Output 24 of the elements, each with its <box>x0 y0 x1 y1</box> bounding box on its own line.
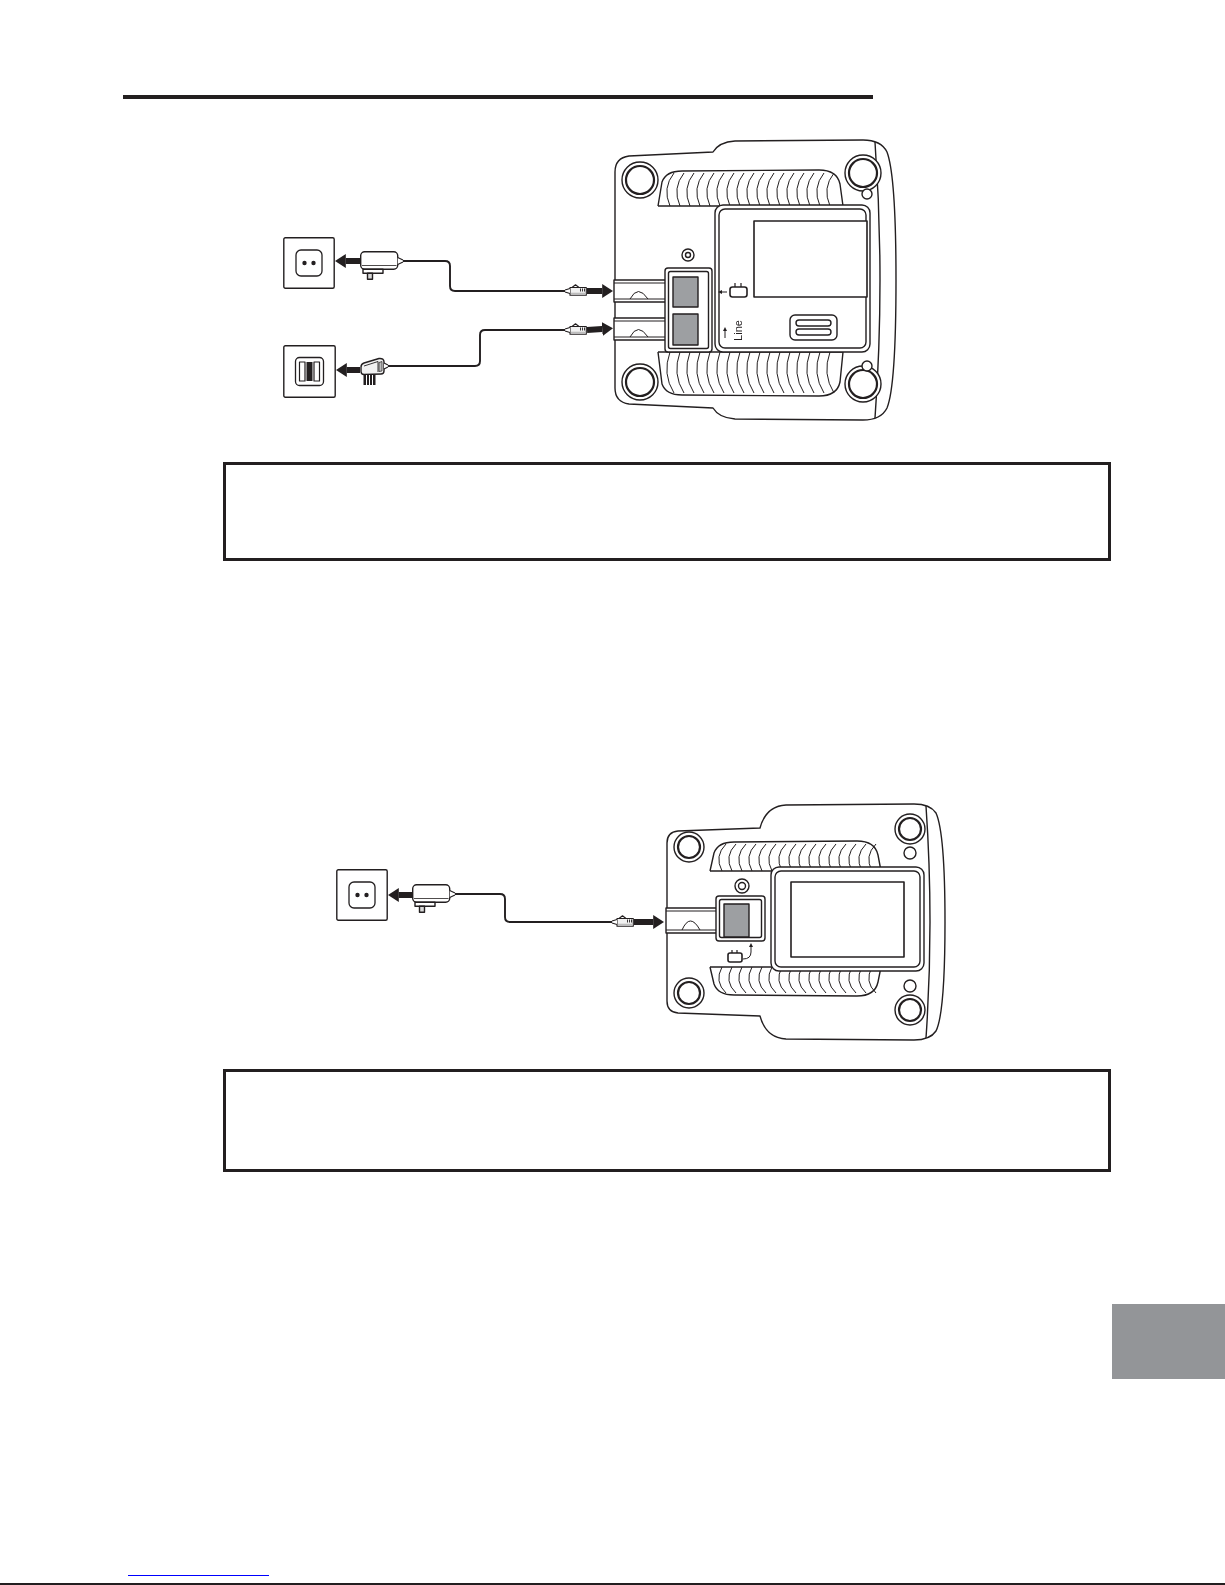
modular-plug-icon <box>612 915 634 927</box>
arrow <box>586 322 613 336</box>
phone-jack-icon <box>283 345 336 398</box>
port-label: Line <box>731 318 745 343</box>
modular-plug-icon <box>565 323 587 335</box>
cable <box>402 260 566 292</box>
note-box <box>223 462 1111 561</box>
index-tab <box>1112 1304 1225 1379</box>
power-outlet-icon <box>283 237 335 289</box>
modular-plug-icon <box>565 284 587 296</box>
cable <box>387 329 566 367</box>
arrow <box>587 284 613 298</box>
note-box <box>223 1069 1111 1172</box>
cable <box>454 893 613 923</box>
arrow <box>336 363 360 377</box>
power-outlet-icon <box>336 869 388 921</box>
arrow <box>388 888 412 902</box>
base-station-drawing <box>664 803 946 1041</box>
line-plug-icon <box>360 357 388 386</box>
power-adapter-icon <box>412 884 455 913</box>
power-adapter-icon <box>360 251 403 280</box>
arrow <box>335 254 360 268</box>
arrow <box>634 915 664 929</box>
base-station-drawing <box>613 136 897 424</box>
